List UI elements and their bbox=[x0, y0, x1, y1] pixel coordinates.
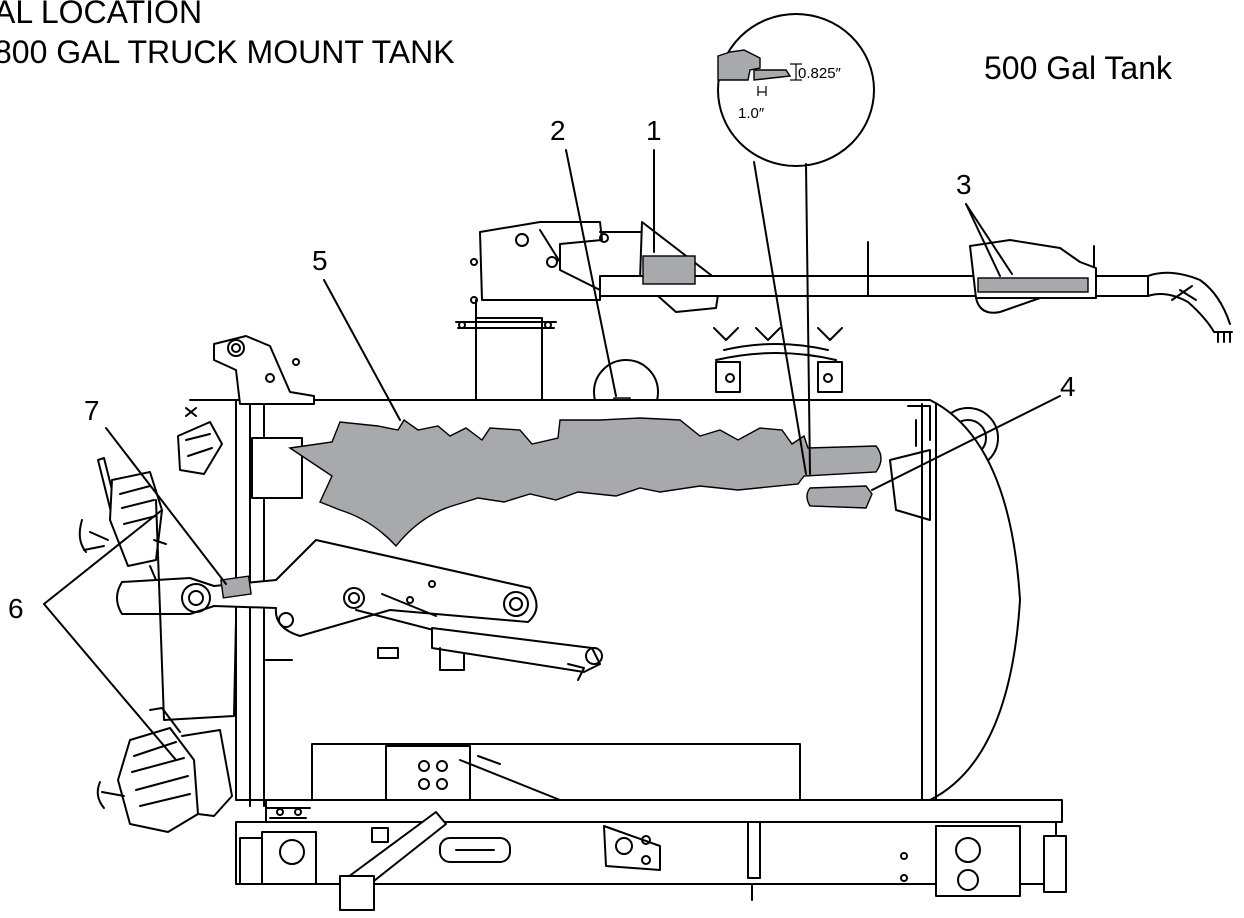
detail-bubble: 0.825″ 1.0″ bbox=[717, 13, 875, 475]
callout-4: 4 bbox=[1060, 371, 1076, 402]
callout-1: 1 bbox=[646, 115, 662, 146]
callout-2: 2 bbox=[550, 115, 566, 146]
decal-7 bbox=[220, 575, 252, 599]
dim-width-label: 1.0″ bbox=[738, 105, 765, 122]
chassis-frame bbox=[235, 743, 1067, 911]
tank-size-label: 500 Gal Tank bbox=[984, 50, 1172, 86]
decal-4 bbox=[806, 485, 873, 509]
leader-lines bbox=[43, 149, 1061, 761]
title-line-2: 800 GAL TRUCK MOUNT TANK bbox=[0, 34, 455, 70]
spray-boom bbox=[455, 221, 1233, 401]
pump-assembly-lower bbox=[96, 707, 233, 833]
decal-1 bbox=[642, 255, 696, 285]
callout-7: 7 bbox=[84, 395, 100, 426]
callout-5: 5 bbox=[312, 245, 328, 276]
title-line-1: AL LOCATION bbox=[0, 0, 203, 30]
callout-6: 6 bbox=[8, 593, 24, 624]
dim-height-label: 0.825″ bbox=[798, 65, 842, 82]
lift-arm bbox=[116, 539, 603, 681]
hose-outline bbox=[155, 499, 237, 721]
decal-3 bbox=[977, 277, 1089, 293]
callout-3: 3 bbox=[956, 169, 972, 200]
pump-assembly-upper bbox=[78, 457, 167, 581]
decal-5 bbox=[288, 417, 882, 548]
